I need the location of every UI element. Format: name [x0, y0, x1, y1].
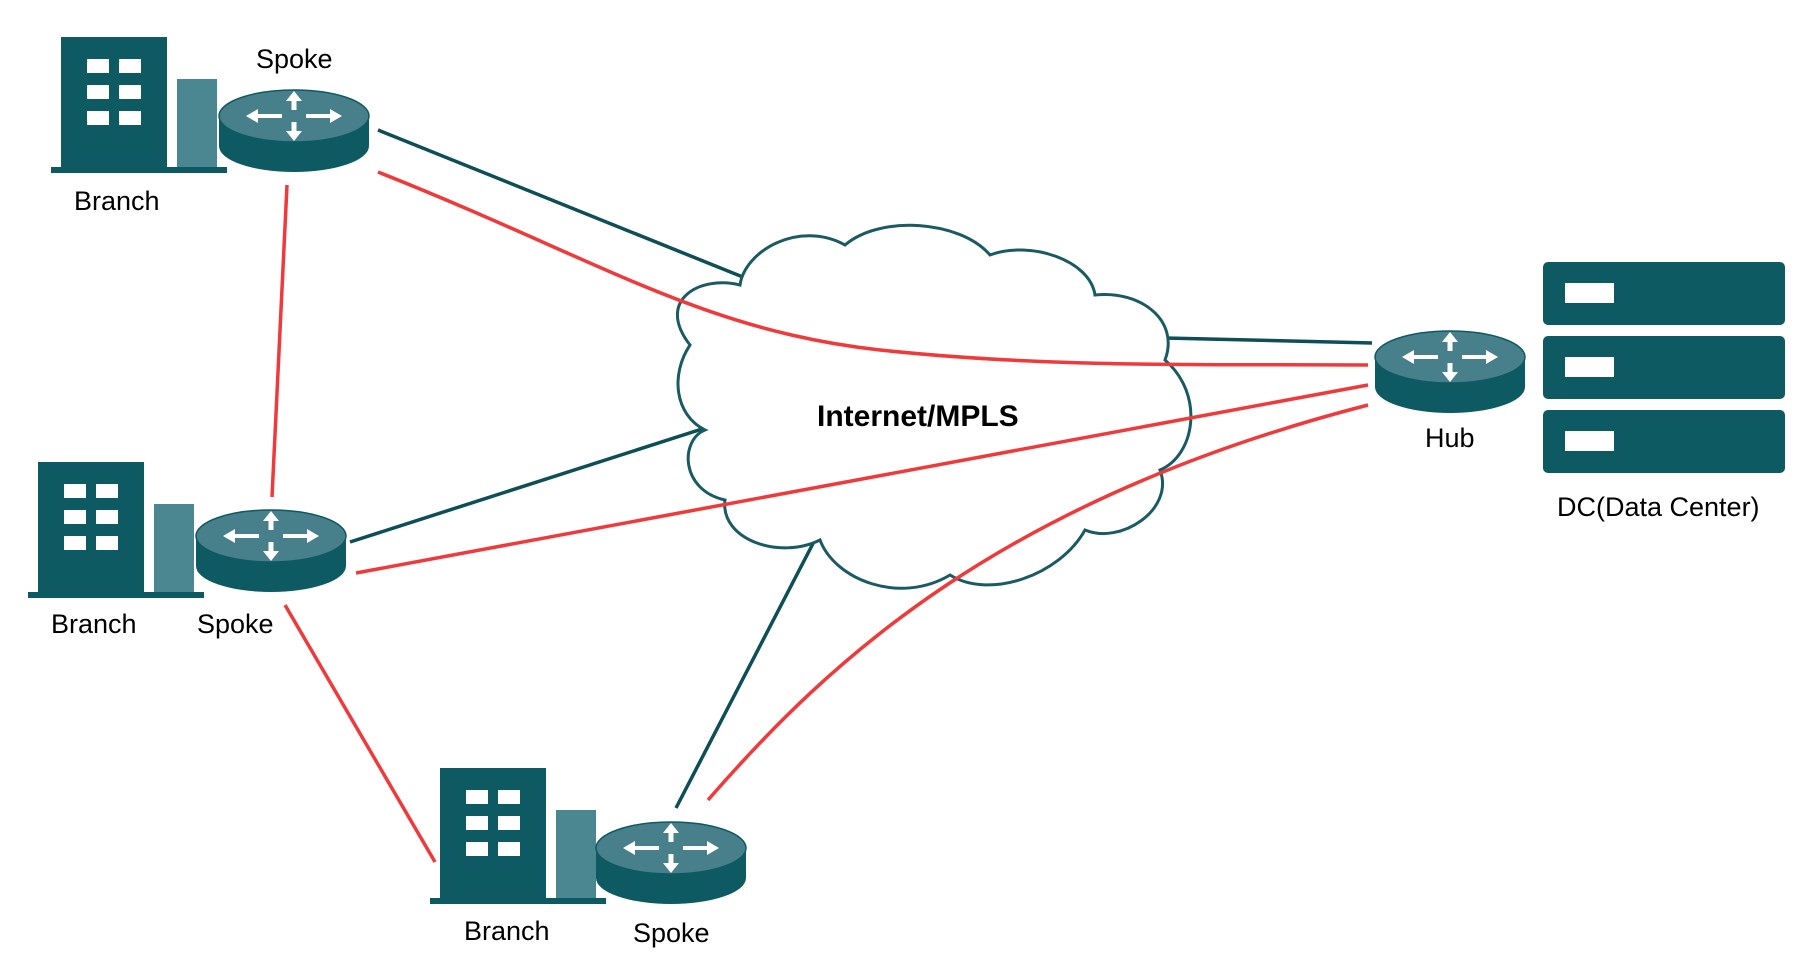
tunnel-spoke1-hub	[377, 170, 1369, 367]
tunnel-spoke1-spoke2	[270, 184, 289, 498]
tunnel-links	[270, 170, 1369, 863]
spoke-3[interactable]: Spoke	[595, 821, 747, 948]
router-icon[interactable]	[195, 509, 347, 593]
branch-1-label: Branch	[74, 186, 160, 216]
spoke-1[interactable]: Spoke	[218, 44, 370, 173]
router-icon[interactable]	[595, 821, 747, 905]
cloud-label: Internet/MPLS	[817, 400, 1019, 433]
spoke-2[interactable]: Spoke	[195, 509, 347, 639]
spoke-3-label: Spoke	[633, 918, 710, 948]
cloud-icon	[676, 223, 1193, 590]
overlay-link-spoke1-cloud	[377, 128, 781, 294]
tunnel-spoke3-hub	[706, 403, 1369, 802]
tunnel-spoke2-hub	[355, 383, 1369, 575]
server-rack-icon	[1543, 262, 1785, 473]
building-icon	[430, 768, 606, 904]
branch-3: Branch	[430, 768, 606, 946]
spoke-1-label: Spoke	[256, 44, 333, 74]
router-icon[interactable]	[218, 89, 370, 173]
branch-1: Branch	[51, 37, 227, 216]
branch-2: Branch	[28, 462, 204, 639]
overlay-link-cloud-hub	[1164, 336, 1373, 345]
tunnel-spoke2-spoke3	[283, 604, 437, 863]
data-center: DC(Data Center)	[1543, 262, 1785, 522]
branch-3-label: Branch	[464, 916, 550, 946]
branch-2-label: Branch	[51, 609, 137, 639]
router-icon[interactable]	[1374, 330, 1526, 414]
overlay-link-spoke2-cloud	[349, 418, 731, 544]
dc-label: DC(Data Center)	[1557, 492, 1760, 522]
spoke-2-label: Spoke	[197, 609, 274, 639]
hub-label: Hub	[1425, 423, 1475, 453]
building-icon	[51, 37, 227, 173]
hub[interactable]: Hub	[1374, 330, 1526, 453]
overlay-link-spoke3-cloud	[674, 529, 822, 809]
building-icon	[28, 462, 204, 598]
overlay-links	[349, 128, 1373, 809]
